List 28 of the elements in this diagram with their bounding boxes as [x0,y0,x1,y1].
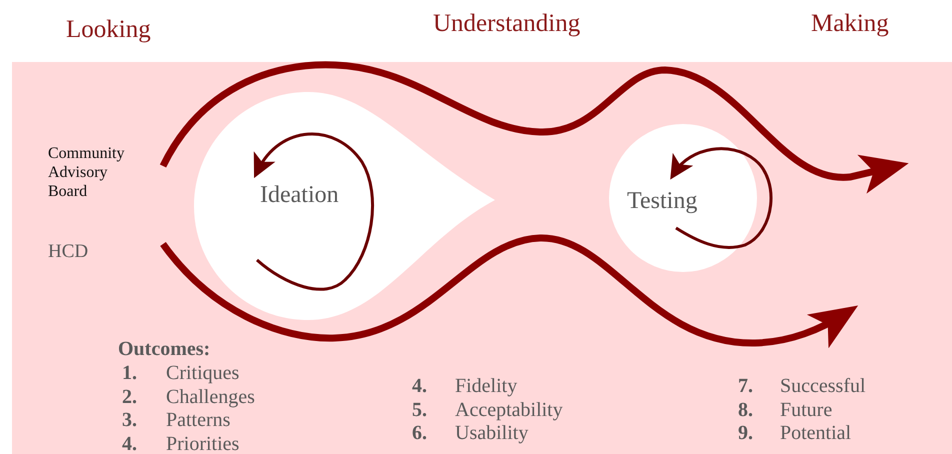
list-item: Usability [455,422,528,445]
list-number: 4. [122,432,137,454]
list-number: 8. [738,398,753,422]
list-item: Fidelity [455,375,518,398]
list-heading: Outcomes: [118,338,210,361]
list-number: 4. [412,375,427,398]
node-label: Testing [627,188,698,216]
list-number: 2. [122,386,137,408]
list-number: 5. [412,398,427,422]
section-heading: Understanding [433,10,580,39]
list-item: Acceptability [455,398,563,422]
list-item: Priorities [166,432,240,454]
list-number: 9. [738,422,753,445]
side-label: HCD [48,241,88,263]
list-item: Future [780,398,832,422]
list-item: Challenges [166,386,255,408]
list-number: 6. [412,422,427,445]
node-label: Ideation [260,182,339,210]
list-item: Successful [780,375,866,398]
section-heading: Making [811,10,889,39]
list-item: Patterns [166,409,230,432]
list-number: 1. [122,362,137,385]
list-number: 7. [738,375,753,398]
list-item: Potential [780,422,852,445]
list-number: 3. [122,409,137,432]
side-label: Community Advisory Board [48,144,126,201]
list-item: Critiques [166,362,240,385]
section-heading: Looking [66,16,151,45]
